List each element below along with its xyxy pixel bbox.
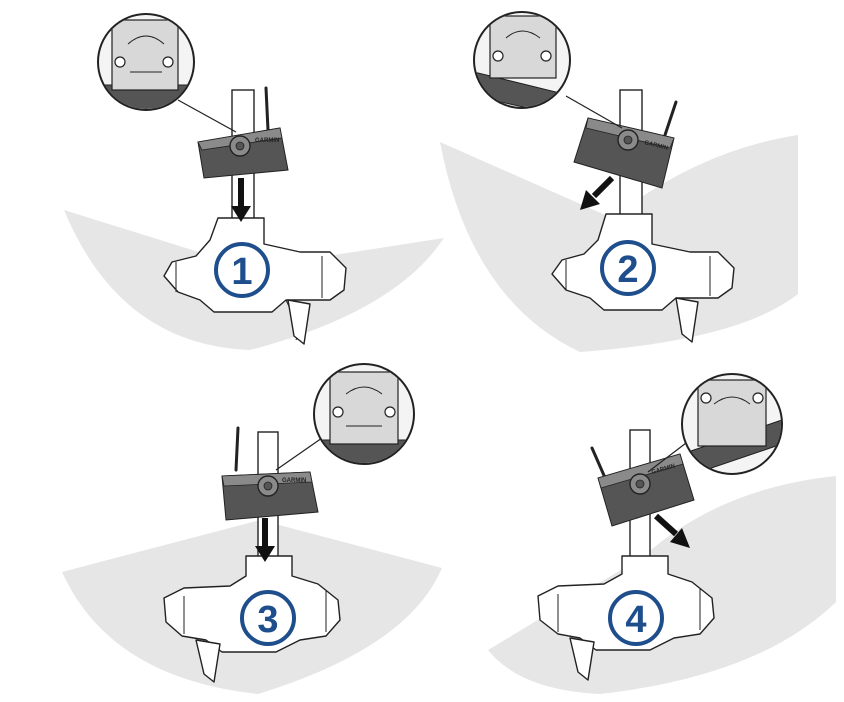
detail-inset-1 [97,13,237,133]
step-badge-4: 4 [608,590,664,646]
transducer-cable-1 [264,86,270,132]
detail-inset-2 [473,11,623,129]
brand-label-2: GARMIN [644,140,669,152]
step-panel-4: GARMIN 4 [488,373,836,694]
brand-label-1: GARMIN [255,138,279,144]
step-number-3: 3 [257,599,278,641]
detail-inset-3 [275,363,415,471]
step-badge-1: 1 [214,242,270,298]
detail-inset-4 [647,373,783,475]
step-panel-1: GARMIN 1 [64,13,444,350]
step-badge-3: 3 [240,590,296,646]
transducer-bracket-1: GARMIN [197,127,289,179]
transducer-bracket-3: GARMIN [221,471,319,521]
transducer-bracket-4: GARMIN [597,453,695,527]
step-badge-2: 2 [600,240,656,296]
brand-label-3: GARMIN [282,478,306,484]
transducer-cable-3 [234,426,240,472]
transducer-bracket-2: GARMIN [573,117,675,189]
step-panel-3: GARMIN 3 [62,363,442,694]
direction-arrow-2 [580,175,615,210]
step-number-2: 2 [617,249,638,291]
transducer-cable-4 [590,446,608,482]
direction-arrow-3 [255,518,275,562]
step-number-4: 4 [625,599,646,641]
step-number-1: 1 [231,251,252,293]
direction-arrow-1 [231,178,251,222]
direction-arrow-4 [653,513,690,548]
step-panel-2: GARMIN 2 [440,11,798,352]
